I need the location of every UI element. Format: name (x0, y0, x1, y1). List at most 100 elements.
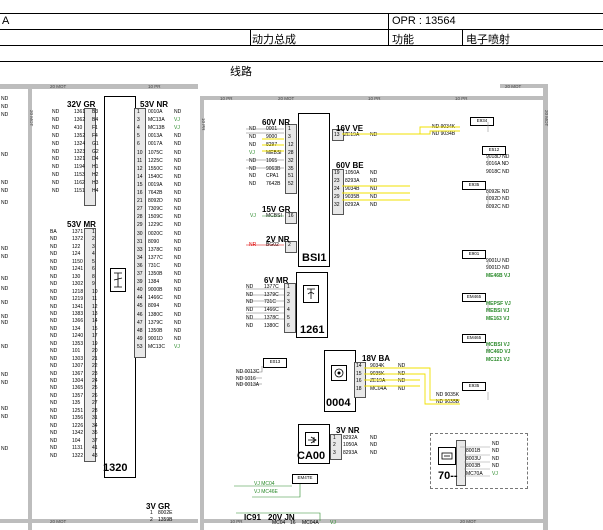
conn-32v-row-cell: ND (52, 188, 60, 194)
conn-18v-ba-row-cell: 18 (356, 386, 362, 393)
conn-32v-row-cell: ND (52, 140, 60, 147)
ecu-1320-name: 1320 (103, 462, 128, 474)
conn-3v-nr-row-cell: ND (370, 442, 378, 449)
conn-53v-nr-row-cell: 21 (137, 198, 143, 205)
conn-53v-mr-row-cell: ND (50, 318, 58, 325)
conn-18v-ba-row-cell: ND (398, 363, 406, 369)
frame-right-side (543, 84, 548, 530)
frame-label: 20 MOT (460, 519, 477, 524)
wire-yellow (342, 185, 410, 201)
conn-53v-nr-row-cell: VJ (174, 117, 180, 124)
conn-32v-row-cell: 1323 (74, 148, 86, 155)
left-edge-nd: ND (1, 414, 9, 420)
conn-32v-row-cell: 1324 (74, 140, 86, 147)
frame-left-side (28, 84, 32, 530)
conn-53v-nr-row-cell: 1380C (148, 311, 163, 318)
conn-53v-mr-row-cell: ND (50, 243, 58, 250)
conn-53v-mr-row-cell: 3 (92, 243, 95, 250)
conn-53v-nr-row-cell: 47 (137, 319, 143, 326)
conn-32v-row-cell: F4 (92, 132, 98, 139)
conn-32v-gr (84, 108, 96, 206)
conn-53v-mr-row-cell: ND (50, 370, 58, 377)
header-divider-2 (250, 29, 251, 45)
conn-32v-row-cell: H2 (92, 172, 99, 179)
conn-60v-nr-row-cell: ND (249, 157, 257, 164)
conn-20v-jn-row-cell: 16 (290, 520, 296, 526)
conn-53v-mr-row-cell: 23 (92, 370, 98, 377)
conn-53v-mr-row-cell: 104 (72, 437, 81, 444)
bottom-vj-line: VJ MC04 (254, 481, 275, 487)
conn-18v-ba-row-cell: ZE19A (370, 378, 386, 385)
conn-32v-row-cell: ND (52, 164, 60, 171)
conn-53v-nr-row-cell: ND (174, 190, 182, 196)
conn-6v-mr-row-cell: 1378C (264, 314, 279, 321)
left-edge-nd: ND (1, 112, 9, 118)
conn-16v-ve-row-cell: ND (370, 132, 378, 138)
conn-53v-nr-row-cell: ND (174, 214, 182, 221)
c70-row-cell: VJ (492, 470, 498, 477)
left-edge-nd: ND (1, 180, 9, 186)
ic91-name: IC91 (244, 513, 261, 522)
conn-53v-nr-row-cell: 6 (137, 141, 140, 148)
conn-53v-nr-row-cell: 11 (137, 157, 143, 164)
conn-32v-row-cell: ND (52, 148, 60, 155)
c1261-body (296, 272, 328, 338)
frame-label: 20 MOT (50, 84, 67, 89)
conn-3v-nr-row-cell: 8293A (343, 449, 358, 456)
conn-6v-mr-row-cell: 5 (287, 314, 290, 321)
conn-6v-mr-row-cell: 1 (287, 284, 290, 290)
conn-18v-ba-row-cell: 15 (356, 370, 362, 377)
conn-53v-mr-row-cell: ND (50, 355, 58, 362)
conn-60v-be-row-cell: ND (370, 177, 378, 184)
conn-53v-nr-row-cell: ND (174, 230, 182, 237)
conn-53v-nr-row-cell: 1 (137, 109, 140, 115)
wire-yellow (342, 126, 460, 135)
conn-53v-nr-row-cell: 44 (137, 295, 143, 302)
conn-53v-nr-row-cell: ND (174, 246, 182, 253)
wire-yellow (364, 367, 460, 405)
conn-32v-row-cell: H3 (92, 180, 99, 187)
header-top-rule (0, 13, 603, 14)
c0004-symbol (331, 365, 347, 381)
conn-53v-mr-row-cell: 19 (92, 340, 98, 347)
left-edge-nd: ND (1, 152, 9, 158)
conn-53v-nr-row-cell: 45 (137, 303, 143, 310)
conn-53v-nr-row-cell: 0017A (148, 141, 163, 148)
e-box-line: MCBSI VJ (486, 342, 510, 348)
conn-6v-mr-row-cell: ND (246, 322, 254, 329)
c70-dashed-box (430, 433, 528, 489)
conn-60v-nr-row-cell: 9063B (266, 165, 281, 172)
conn-32v-row-cell: ND (52, 124, 60, 131)
conn-60v-nr-row-cell: 32 (288, 157, 294, 164)
e-box-line: ME46B VJ (486, 272, 511, 279)
conn-53v-mr-row-cell: ND (50, 296, 58, 303)
conn-53v-mr-title: 53V MR (67, 220, 96, 229)
ca00-body (298, 424, 330, 464)
conn-53v-mr-row-cell: 101 (72, 348, 81, 355)
conn-53v-mr-row-cell: 1371 (72, 229, 84, 235)
conn-32v-row-cell: ND (52, 132, 60, 139)
conn-53v-mr-row-cell: 1372 (72, 236, 84, 243)
e-box-line: 9018C ND (486, 168, 510, 175)
conn-2v-nr-title: 2V NR (266, 235, 290, 244)
conn-18v-ba-row-cell: ND (398, 386, 406, 393)
conn-53v-mr-row-cell: ND (50, 385, 58, 392)
conn-53v-nr-row-cell: ND (174, 165, 182, 172)
conn-53v-nr-row-cell: ND (174, 279, 182, 286)
conn-53v-mr-row-cell: 26 (92, 392, 98, 399)
conn-3v-nr-row-cell: 2 (333, 442, 336, 449)
ca00-name: CA00 (297, 450, 326, 462)
conn-53v-mr-row-cell: ND (50, 378, 58, 384)
conn-53v-nr-row-cell: ND (174, 198, 182, 205)
conn-53v-nr-row-cell: 7642B (148, 190, 163, 196)
conn-53v-nr-row-cell: ND (174, 303, 182, 310)
conn-2v-nr (285, 241, 297, 253)
conn-53v-nr-row-cell: 0013A (148, 133, 163, 140)
conn-60v-be (332, 169, 344, 215)
conn-18v-ba-title: 18V BA (362, 354, 391, 363)
conn-53v-nr-row-cell: ND (174, 157, 182, 164)
conn-60v-nr-row-cell: ND (249, 165, 257, 172)
conn-32v-row-cell: ND (52, 116, 60, 123)
function-value: 电子喷射 (466, 34, 510, 46)
conn-60v-nr-row-cell: VJ (249, 149, 255, 156)
